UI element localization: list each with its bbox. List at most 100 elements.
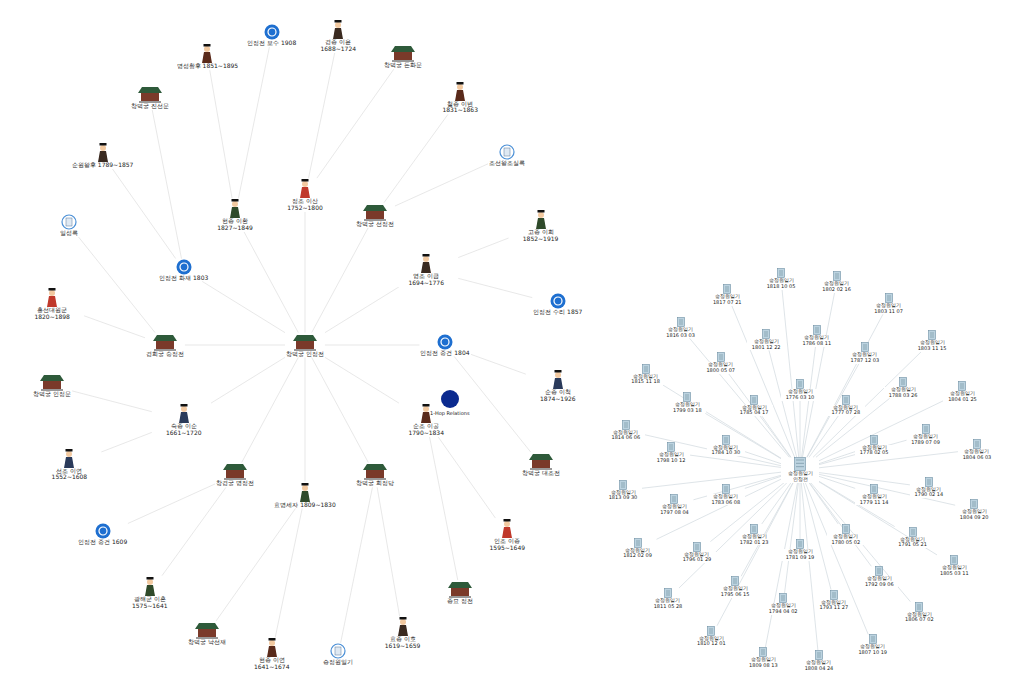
relation-line [430,437,458,580]
graph-node: 승정원일기 1787 12 03 [846,342,884,364]
node-label: 정조 이산 1752~1800 [273,198,337,212]
node-icon [39,373,65,391]
node-icon [61,214,77,230]
node-label: 인정전 중건 1609 [77,539,128,546]
node-icon [861,342,869,352]
graph-node: 조선왕조실록 [488,144,526,167]
relation-line [304,212,305,333]
relation-line [800,401,801,458]
node-label: 승정원일기 1817 07 21 [708,294,746,306]
relation-line [242,357,299,462]
node-icon [885,293,893,303]
node-label: 순종 이척 1874~1926 [526,389,590,403]
node-label: 헌종 이환 1827~1849 [203,218,267,232]
node-icon [297,178,313,198]
relation-line [128,484,215,524]
graph-node: 고종 이희 1852~1919 [509,209,573,243]
node-icon [330,643,346,659]
graph-node: 승정원일기 1814 06 06 [607,420,645,442]
node-icon [222,462,248,480]
node-label: 승정원일기 1818 10 05 [762,278,800,290]
node-icon [830,590,838,600]
relation-line [645,435,781,466]
node-icon [264,24,280,40]
node-icon [194,621,220,639]
graph-node: 승정원일기 인정전 [781,457,819,483]
node-label: 승정원일기 1799 03 18 [668,402,706,414]
graph-node: 승정원일기 1789 07 09 [907,424,945,446]
node-label: 숙종 이순 1661~1720 [152,423,216,437]
node-icon [390,44,416,62]
node-label: 창덕궁 진선문 [130,103,170,110]
node-icon [634,538,642,548]
graph-node: 승정원일기 1804 09 20 [955,499,993,521]
graph-node: 정조 이산 1752~1800 [273,178,337,212]
relation-line [377,487,399,616]
node-icon [199,43,215,63]
node-icon [152,333,178,351]
relation-line [325,287,399,333]
node-label: 승정원일기 1783 06 08 [707,494,745,506]
graph-node: 승정원일기 1795 06 15 [716,576,754,598]
node-label: 인정전 화재 1803 [158,275,209,282]
node-label: 승정원일기 1781 09 19 [781,549,819,561]
node-label: 승정원일기 1804 09 20 [955,509,993,521]
node-label: 창덕궁 인정전 [285,351,325,358]
node-icon [44,287,60,307]
graph-node: 승정원일기 1780 05 02 [827,524,865,546]
graph-node: 경희궁 숭정전 [145,333,185,358]
node-label: 승정원일기 인정전 [781,471,819,483]
node-icon [362,203,388,221]
node-label: 승정원일기 1790 02 14 [910,487,948,499]
relation-line [101,432,151,452]
node-icon [642,364,650,374]
graph-node: 창덕궁 진선문 [130,85,170,110]
node-icon [176,259,192,275]
node-icon [875,566,883,576]
node-icon [227,198,243,218]
node-icon [550,293,566,309]
node-label: 승정원일기 1786 08 11 [798,335,836,347]
graph-node: 승정원일기 1777 07 28 [827,395,865,417]
graph-node: 승정원일기 1794 04 02 [764,593,802,615]
node-icon [693,542,701,552]
graph-node: 승정원일기 1808 04 24 [800,650,838,672]
relation-line [819,481,895,526]
node-icon [670,494,678,504]
graph-node: 승정원일기 1815 11 18 [627,364,665,386]
node-icon [870,484,878,494]
node-icon [970,499,978,509]
node-label: 창덕궁 선정전 [355,221,395,228]
node-icon [950,555,958,565]
relation-line [216,508,295,620]
relation-line [72,391,152,412]
graph-node: 승정원일기 1802 02 16 [818,271,856,293]
node-icon [619,480,627,490]
node-icon [842,395,850,405]
node-label: 효명세자 1809~1830 [273,502,336,509]
graph-node: 승정원일기 1790 02 14 [910,477,948,499]
graph-node: 승정원일기 1788 03 26 [884,377,922,399]
graph-node: 순조 이공 1790~1834 [394,403,458,437]
graph-node: 승정원일기 1813 09 30 [604,480,642,502]
node-label: 고종 이희 1852~1919 [509,229,573,243]
graph-node: 승정원일기 1806 07 02 [900,602,938,624]
relation-line [802,293,834,457]
graph-node: 창덕궁 선정전 [355,203,395,228]
node-icon [683,392,691,402]
node-icon [330,19,346,39]
graph-node: 승정원일기 1801 12 22 [747,329,785,351]
node-icon [499,518,515,538]
node-icon [447,580,473,598]
graph-node: 창덕궁 희정당 [355,462,395,487]
node-label: 일성록 [59,230,79,237]
relation-line [312,357,369,462]
relation-line [458,238,508,258]
graph-node: 순원왕후 1789~1857 [71,142,134,169]
relation-line [762,416,791,457]
node-label: 승정원일기 1806 07 02 [900,612,938,624]
node-label: 승정원일기 1782 01 23 [735,534,773,546]
node-label: 순원왕후 1789~1857 [71,162,134,169]
node-icon [762,329,770,339]
